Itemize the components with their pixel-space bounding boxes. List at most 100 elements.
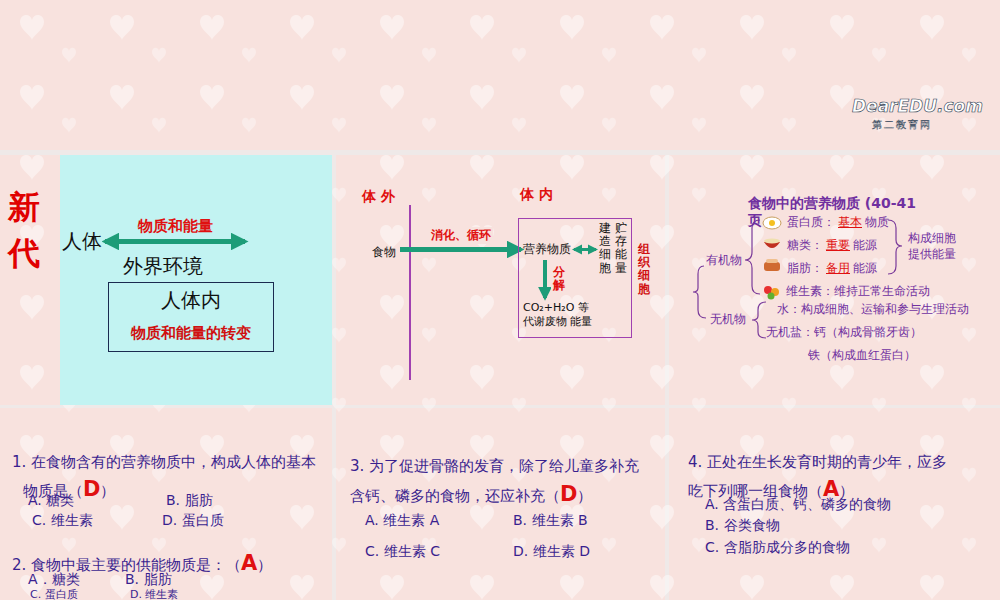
text-group: D. 维生素 D bbox=[513, 543, 590, 561]
node-text: 食物 bbox=[372, 244, 396, 261]
answer-letter: A bbox=[241, 551, 257, 575]
text-group: C. 维生素 bbox=[32, 512, 93, 530]
text-group: 水：构成细胞、运输和参与生理活动 bbox=[777, 301, 969, 318]
text-group: C. 蛋白质 bbox=[30, 587, 78, 600]
text-group: 体 外 bbox=[362, 188, 395, 206]
text-group: A. 糖类 bbox=[28, 492, 74, 510]
connector-arrow bbox=[543, 260, 547, 298]
text-label: 无机盐：钙（构成骨骼牙齿） bbox=[766, 325, 922, 339]
text-label: C. 蛋白质 bbox=[30, 588, 78, 600]
text-label: C. 维生素 bbox=[32, 512, 93, 528]
text-label: 构成细胞 提供能量 bbox=[908, 231, 956, 261]
body-label: 人体 bbox=[62, 228, 102, 255]
answer-letter: D bbox=[83, 477, 100, 501]
text-label: 铁（构成血红蛋白） bbox=[808, 348, 916, 362]
text-group: A. 维生素 A bbox=[365, 512, 439, 530]
node-text: 建造细胞 bbox=[599, 222, 611, 275]
text-group: 第二教育网 bbox=[872, 118, 932, 132]
node-text: 物质和能量的转变 bbox=[115, 324, 267, 343]
waste-label: CO₂+H₂O 等 代谢废物 能量 bbox=[523, 301, 597, 329]
title-char: 代 bbox=[8, 234, 40, 272]
edge-label: 物质和能量 bbox=[136, 217, 215, 236]
region-label: 体 内 bbox=[520, 186, 553, 202]
text-label: C. 维生素 C bbox=[365, 543, 440, 559]
node-text: 贮存能量 bbox=[615, 222, 627, 275]
text-group: C. 维生素 C bbox=[365, 543, 440, 561]
inner-body-box: 人体内物质和能量的转变 bbox=[108, 282, 274, 352]
text-group: DearEDU.com bbox=[852, 96, 983, 116]
text-group: C. 含脂肪成分多的食物 bbox=[705, 539, 850, 557]
connector-arrow bbox=[574, 248, 596, 251]
node-text: 人体内 bbox=[115, 287, 267, 314]
text-group: 无机物 bbox=[710, 311, 746, 328]
text-group: 新 bbox=[8, 186, 40, 230]
key-word: 重要 bbox=[823, 238, 853, 252]
text-label: 4. 正处在生长发育时期的青少年，应多吃下列哪一组食物（ bbox=[688, 453, 947, 500]
key-word: 备用 bbox=[823, 261, 853, 275]
node-text: CO₂+H₂O 等 代谢废物 能量 bbox=[523, 301, 597, 329]
text-label: 水：构成细胞、运输和参与生理活动 bbox=[777, 302, 969, 316]
text-label: B. 脂肪 bbox=[166, 492, 213, 508]
text-label: A．糖类 bbox=[28, 571, 80, 587]
text-group: D. 蛋白质 bbox=[162, 512, 224, 530]
build-store-label: 建造细胞贮存能量 bbox=[599, 222, 629, 275]
text-group: B. 维生素 B bbox=[513, 512, 588, 530]
text-group: 体 内 bbox=[520, 186, 553, 204]
text-label: 蛋白质： bbox=[787, 215, 835, 229]
text-label: 能源 bbox=[853, 238, 877, 252]
text-label: ） bbox=[577, 487, 592, 505]
environment-label: 外界环境 bbox=[108, 232, 248, 280]
edge-label: 消化、循环 bbox=[429, 227, 493, 244]
node-text: 组织细胞 bbox=[638, 243, 650, 296]
watermark: DearEDU.com bbox=[852, 96, 983, 116]
text-label: 无机物 bbox=[710, 312, 746, 326]
answer-letter: D bbox=[560, 482, 577, 506]
text-group: A. 含蛋白质、钙、磷多的食物 bbox=[705, 496, 891, 514]
brace-lines bbox=[693, 220, 902, 338]
text-label: A. 维生素 A bbox=[365, 512, 439, 528]
text-label: ） bbox=[257, 556, 272, 574]
region-label: 体 外 bbox=[362, 188, 395, 204]
text-group: D. 维生素 bbox=[130, 587, 178, 600]
text-group: 有机物 bbox=[706, 252, 742, 269]
text-label: B. 谷类食物 bbox=[705, 517, 780, 533]
text-label: 3. 为了促进骨骼的发育，除了给儿童多补充含钙、磷多的食物，还应补充（ bbox=[350, 457, 639, 505]
title-char: 新 bbox=[8, 188, 40, 226]
text-group: 食物中的营养物质 (40-41 页 bbox=[748, 195, 922, 229]
food-icons bbox=[763, 217, 781, 300]
text-group: 铁（构成血红蛋白） bbox=[808, 347, 916, 364]
text-group: 糖类：重要能源 bbox=[787, 237, 877, 254]
text-group: B. 脂肪 bbox=[125, 571, 172, 589]
body-boundary-line bbox=[409, 205, 411, 380]
text-label: 有机物 bbox=[706, 253, 742, 267]
text-group: 3. 为了促进骨骼的发育，除了给儿童多补充含钙、磷多的食物，还应补充（D） bbox=[350, 455, 650, 511]
text-label: A. 糖类 bbox=[28, 492, 74, 508]
edge-label: 分解 bbox=[551, 266, 567, 292]
text-label: ） bbox=[100, 482, 115, 500]
nutrient-label: 营养物质 bbox=[523, 241, 571, 258]
text-group: 蛋白质：基本物质 bbox=[787, 214, 889, 231]
connector-arrow bbox=[105, 239, 245, 244]
node-text: 营养物质 bbox=[523, 241, 571, 258]
text-label: 能源 bbox=[853, 261, 877, 275]
text-label: B. 维生素 B bbox=[513, 512, 588, 528]
text-label: A. 含蛋白质、钙、磷多的食物 bbox=[705, 496, 891, 512]
text-group: 代 bbox=[8, 232, 40, 276]
text-label: D. 维生素 D bbox=[513, 543, 590, 559]
text-group: 脂肪：备用能源 bbox=[787, 260, 877, 277]
text-group: 维生素：维持正常生命活动 bbox=[786, 283, 930, 300]
node-text: 外界环境 bbox=[123, 253, 248, 280]
text-label: 物质 bbox=[865, 215, 889, 229]
text-group: 构成细胞 提供能量 bbox=[908, 230, 964, 262]
cyan-panel bbox=[60, 155, 332, 405]
text-label: D. 维生素 bbox=[130, 588, 178, 600]
text-label: 脂肪： bbox=[787, 261, 823, 275]
text-group: B. 脂肪 bbox=[166, 492, 213, 510]
text-label: D. 蛋白质 bbox=[162, 512, 224, 528]
key-word: 基本 bbox=[835, 215, 865, 229]
text-label: 维生素：维持正常生命活动 bbox=[786, 284, 930, 298]
tissue-cell-box: 组织细胞营养物质建造细胞贮存能量CO₂+H₂O 等 代谢废物 能量 bbox=[518, 218, 632, 338]
text-label: C. 含脂肪成分多的食物 bbox=[705, 539, 850, 555]
